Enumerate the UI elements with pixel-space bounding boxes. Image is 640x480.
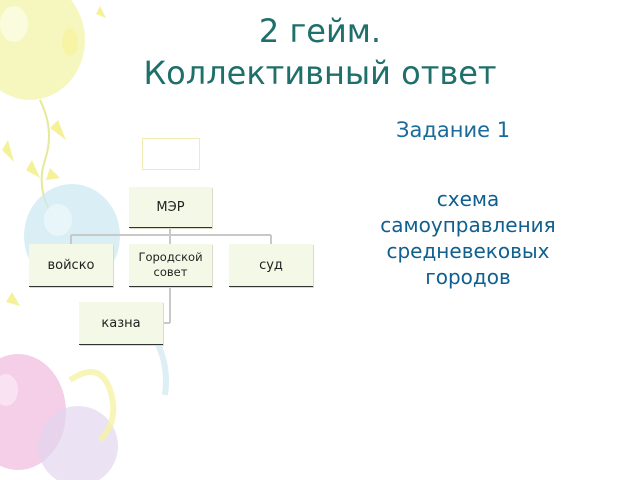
empty-placeholder-box <box>142 138 200 170</box>
yellow-balloon-highlight <box>0 6 28 42</box>
description-line: средневековых <box>386 239 550 263</box>
page-title-line1: 2 гейм. <box>258 12 382 50</box>
treasury-node: казна <box>79 302 163 345</box>
mayor-node: МЭР <box>129 187 212 228</box>
treasury-label: казна <box>101 315 141 331</box>
yellow-squiggle <box>68 369 117 443</box>
small-yellow-balloon <box>62 28 78 56</box>
court-label: суд <box>259 257 283 273</box>
description: схема самоуправления средневековых город… <box>350 186 586 290</box>
description-line: схема <box>436 187 500 211</box>
court-node: суд <box>229 244 313 287</box>
council-node: Городской совет <box>129 244 212 287</box>
pink-balloon-highlight <box>0 374 18 406</box>
task-label: Задание 1 <box>396 118 511 142</box>
blue-balloon-highlight <box>44 204 72 236</box>
army-label: войско <box>47 257 95 273</box>
description-line: самоуправления <box>380 213 556 237</box>
description-line: городов <box>425 265 511 289</box>
sparkles <box>2 6 106 306</box>
council-label: Городской совет <box>138 250 203 279</box>
lavender-balloon <box>38 406 118 480</box>
page-title-line2: Коллективный ответ <box>143 54 497 92</box>
mayor-label: МЭР <box>156 199 185 215</box>
army-node: войско <box>29 244 113 287</box>
